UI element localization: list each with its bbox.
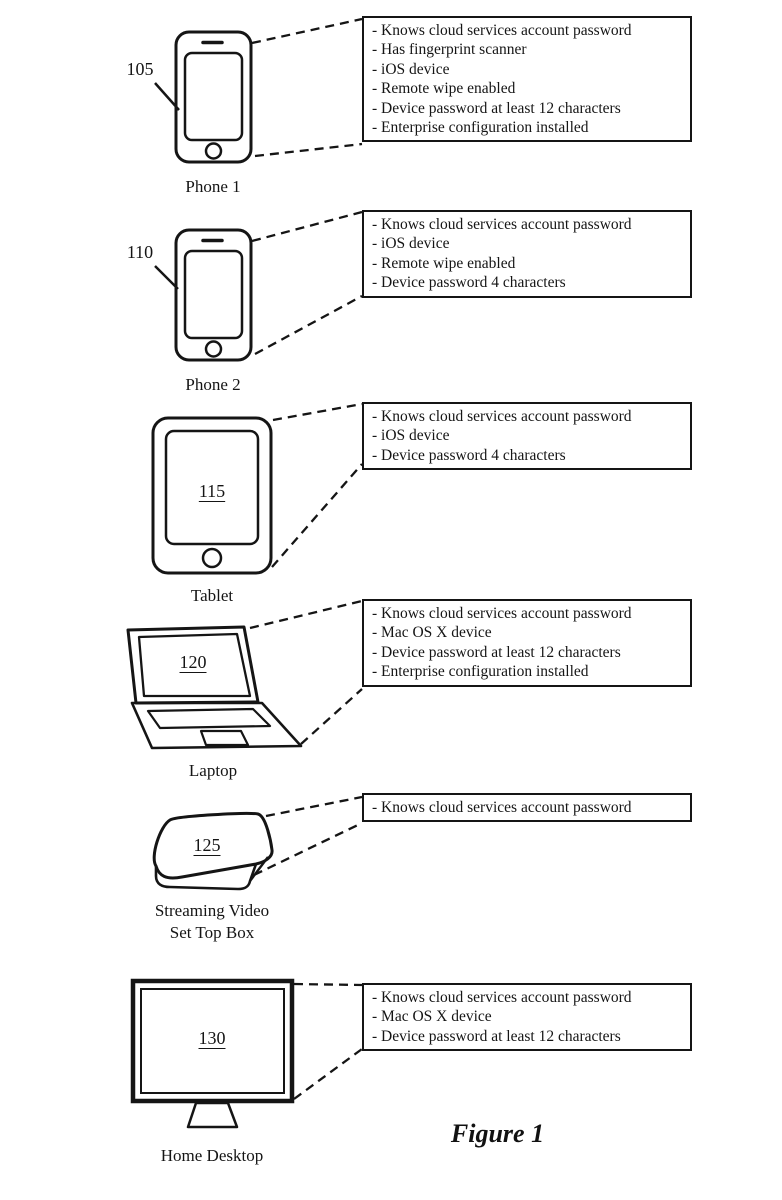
device-caption-laptop: Laptop xyxy=(188,761,238,780)
tablet-screen xyxy=(164,429,260,546)
laptop-screen-inner xyxy=(137,632,252,698)
set-top-box-top-face xyxy=(152,811,274,880)
connector-phone-2-bottom xyxy=(254,294,363,356)
attribute-line: - Device password 4 characters xyxy=(372,274,566,292)
phone-2-home-button-icon xyxy=(204,340,223,358)
attr-box-laptop: - Knows cloud services account password -… xyxy=(362,599,692,687)
ref-label-105: 105 xyxy=(126,59,154,79)
connector-desktop-bottom xyxy=(293,1048,363,1100)
attribute-line: - Device password at least 12 characters xyxy=(372,99,621,117)
desktop-monitor-frame xyxy=(130,978,295,1104)
laptop-base xyxy=(130,701,303,750)
set-top-box-front-face xyxy=(154,863,258,891)
attribute-line: - Knows cloud services account password xyxy=(372,605,632,622)
device-caption-home-desktop: Home Desktop xyxy=(160,1146,264,1165)
connector-set-top-box-top xyxy=(265,795,363,818)
ref-label-125: 125 xyxy=(193,835,221,855)
attribute-line: - Device password at least 12 characters xyxy=(372,643,621,661)
phone-1-illustration xyxy=(154,17,363,164)
ref-110-pointer-line xyxy=(154,265,179,290)
attr-box-tablet: - Knows cloud services account password -… xyxy=(362,402,692,471)
home-desktop-illustration xyxy=(130,978,363,1129)
ref-label-115: 115 xyxy=(198,481,226,501)
connector-phone-1-top xyxy=(251,17,363,45)
attribute-line: - Device password 4 characters xyxy=(372,446,566,464)
attribute-line: - Remote wipe enabled xyxy=(372,80,516,98)
device-caption-phone-1: Phone 1 xyxy=(185,177,241,196)
attr-list-phone-1: - Knows cloud services account password -… xyxy=(372,21,684,137)
laptop-trackpad xyxy=(199,729,250,747)
attr-box-set-top-box: - Knows cloud services account password xyxy=(362,793,692,823)
attribute-line: - Knows cloud services account password xyxy=(372,22,632,39)
phone-1-screen xyxy=(183,51,244,142)
desktop-stand xyxy=(186,1101,239,1129)
device-caption-tablet: Tablet xyxy=(190,586,234,605)
ref-label-110: 110 xyxy=(126,242,154,262)
laptop-illustration xyxy=(126,599,363,750)
attr-list-set-top-box: - Knows cloud services account password xyxy=(372,798,684,817)
attribute-line: - Remote wipe enabled xyxy=(372,254,516,272)
set-top-box-right-edge xyxy=(249,856,269,882)
attribute-line: - Mac OS X device xyxy=(372,1008,492,1026)
connector-set-top-box-bottom xyxy=(253,821,363,877)
attribute-line: - Enterprise configuration installed xyxy=(372,663,589,681)
attr-list-tablet: - Knows cloud services account password -… xyxy=(372,407,684,465)
connector-desktop-top xyxy=(293,982,363,987)
connector-laptop-top xyxy=(249,599,363,630)
device-caption-set-top-box: Streaming Video Set Top Box xyxy=(154,901,270,942)
tablet-home-button-icon xyxy=(201,547,223,569)
attr-list-laptop: - Knows cloud services account password -… xyxy=(372,604,684,682)
ref-label-120: 120 xyxy=(179,652,207,672)
ref-105-pointer-line xyxy=(154,82,180,111)
phone-2-screen xyxy=(183,249,244,340)
attribute-line: - Mac OS X device xyxy=(372,624,492,642)
connector-phone-2-top xyxy=(251,210,363,243)
attribute-line: - iOS device xyxy=(372,427,450,445)
phone-1-home-button-icon xyxy=(204,142,223,160)
attribute-line: - Knows cloud services account password xyxy=(372,989,632,1006)
tablet-body xyxy=(151,416,273,575)
tablet-illustration xyxy=(151,402,363,575)
connector-phone-1-bottom xyxy=(254,142,363,158)
laptop-keyboard-area xyxy=(146,707,272,730)
ref-label-130: 130 xyxy=(198,1028,226,1048)
phone-2-body xyxy=(174,228,253,362)
attribute-line: - iOS device xyxy=(372,60,450,78)
attribute-line: - Knows cloud services account password xyxy=(372,408,632,425)
attr-box-home-desktop: - Knows cloud services account password -… xyxy=(362,983,692,1052)
connector-tablet-top xyxy=(272,402,363,422)
figure-title: Figure 1 xyxy=(450,1119,545,1148)
attr-box-phone-1: - Knows cloud services account password -… xyxy=(362,16,692,143)
attribute-line: - Knows cloud services account password xyxy=(372,216,632,233)
attribute-line: - Device password at least 12 characters xyxy=(372,1027,621,1045)
attr-list-phone-2: - Knows cloud services account password -… xyxy=(372,215,684,293)
attribute-line: - Has fingerprint scanner xyxy=(372,41,527,59)
connector-tablet-bottom xyxy=(271,463,363,568)
attribute-line: - Enterprise configuration installed xyxy=(372,119,589,137)
set-top-box-illustration xyxy=(152,795,363,891)
desktop-monitor-screen xyxy=(140,988,285,1094)
attr-box-phone-2: - Knows cloud services account password -… xyxy=(362,210,692,298)
device-caption-phone-2: Phone 2 xyxy=(185,375,241,394)
attr-list-home-desktop: - Knows cloud services account password -… xyxy=(372,988,684,1046)
attribute-line: - iOS device xyxy=(372,235,450,253)
connector-laptop-bottom xyxy=(300,688,363,745)
phone-2-illustration xyxy=(154,210,363,362)
phone-1-body xyxy=(174,30,253,164)
attribute-line: - Knows cloud services account password xyxy=(372,799,632,816)
